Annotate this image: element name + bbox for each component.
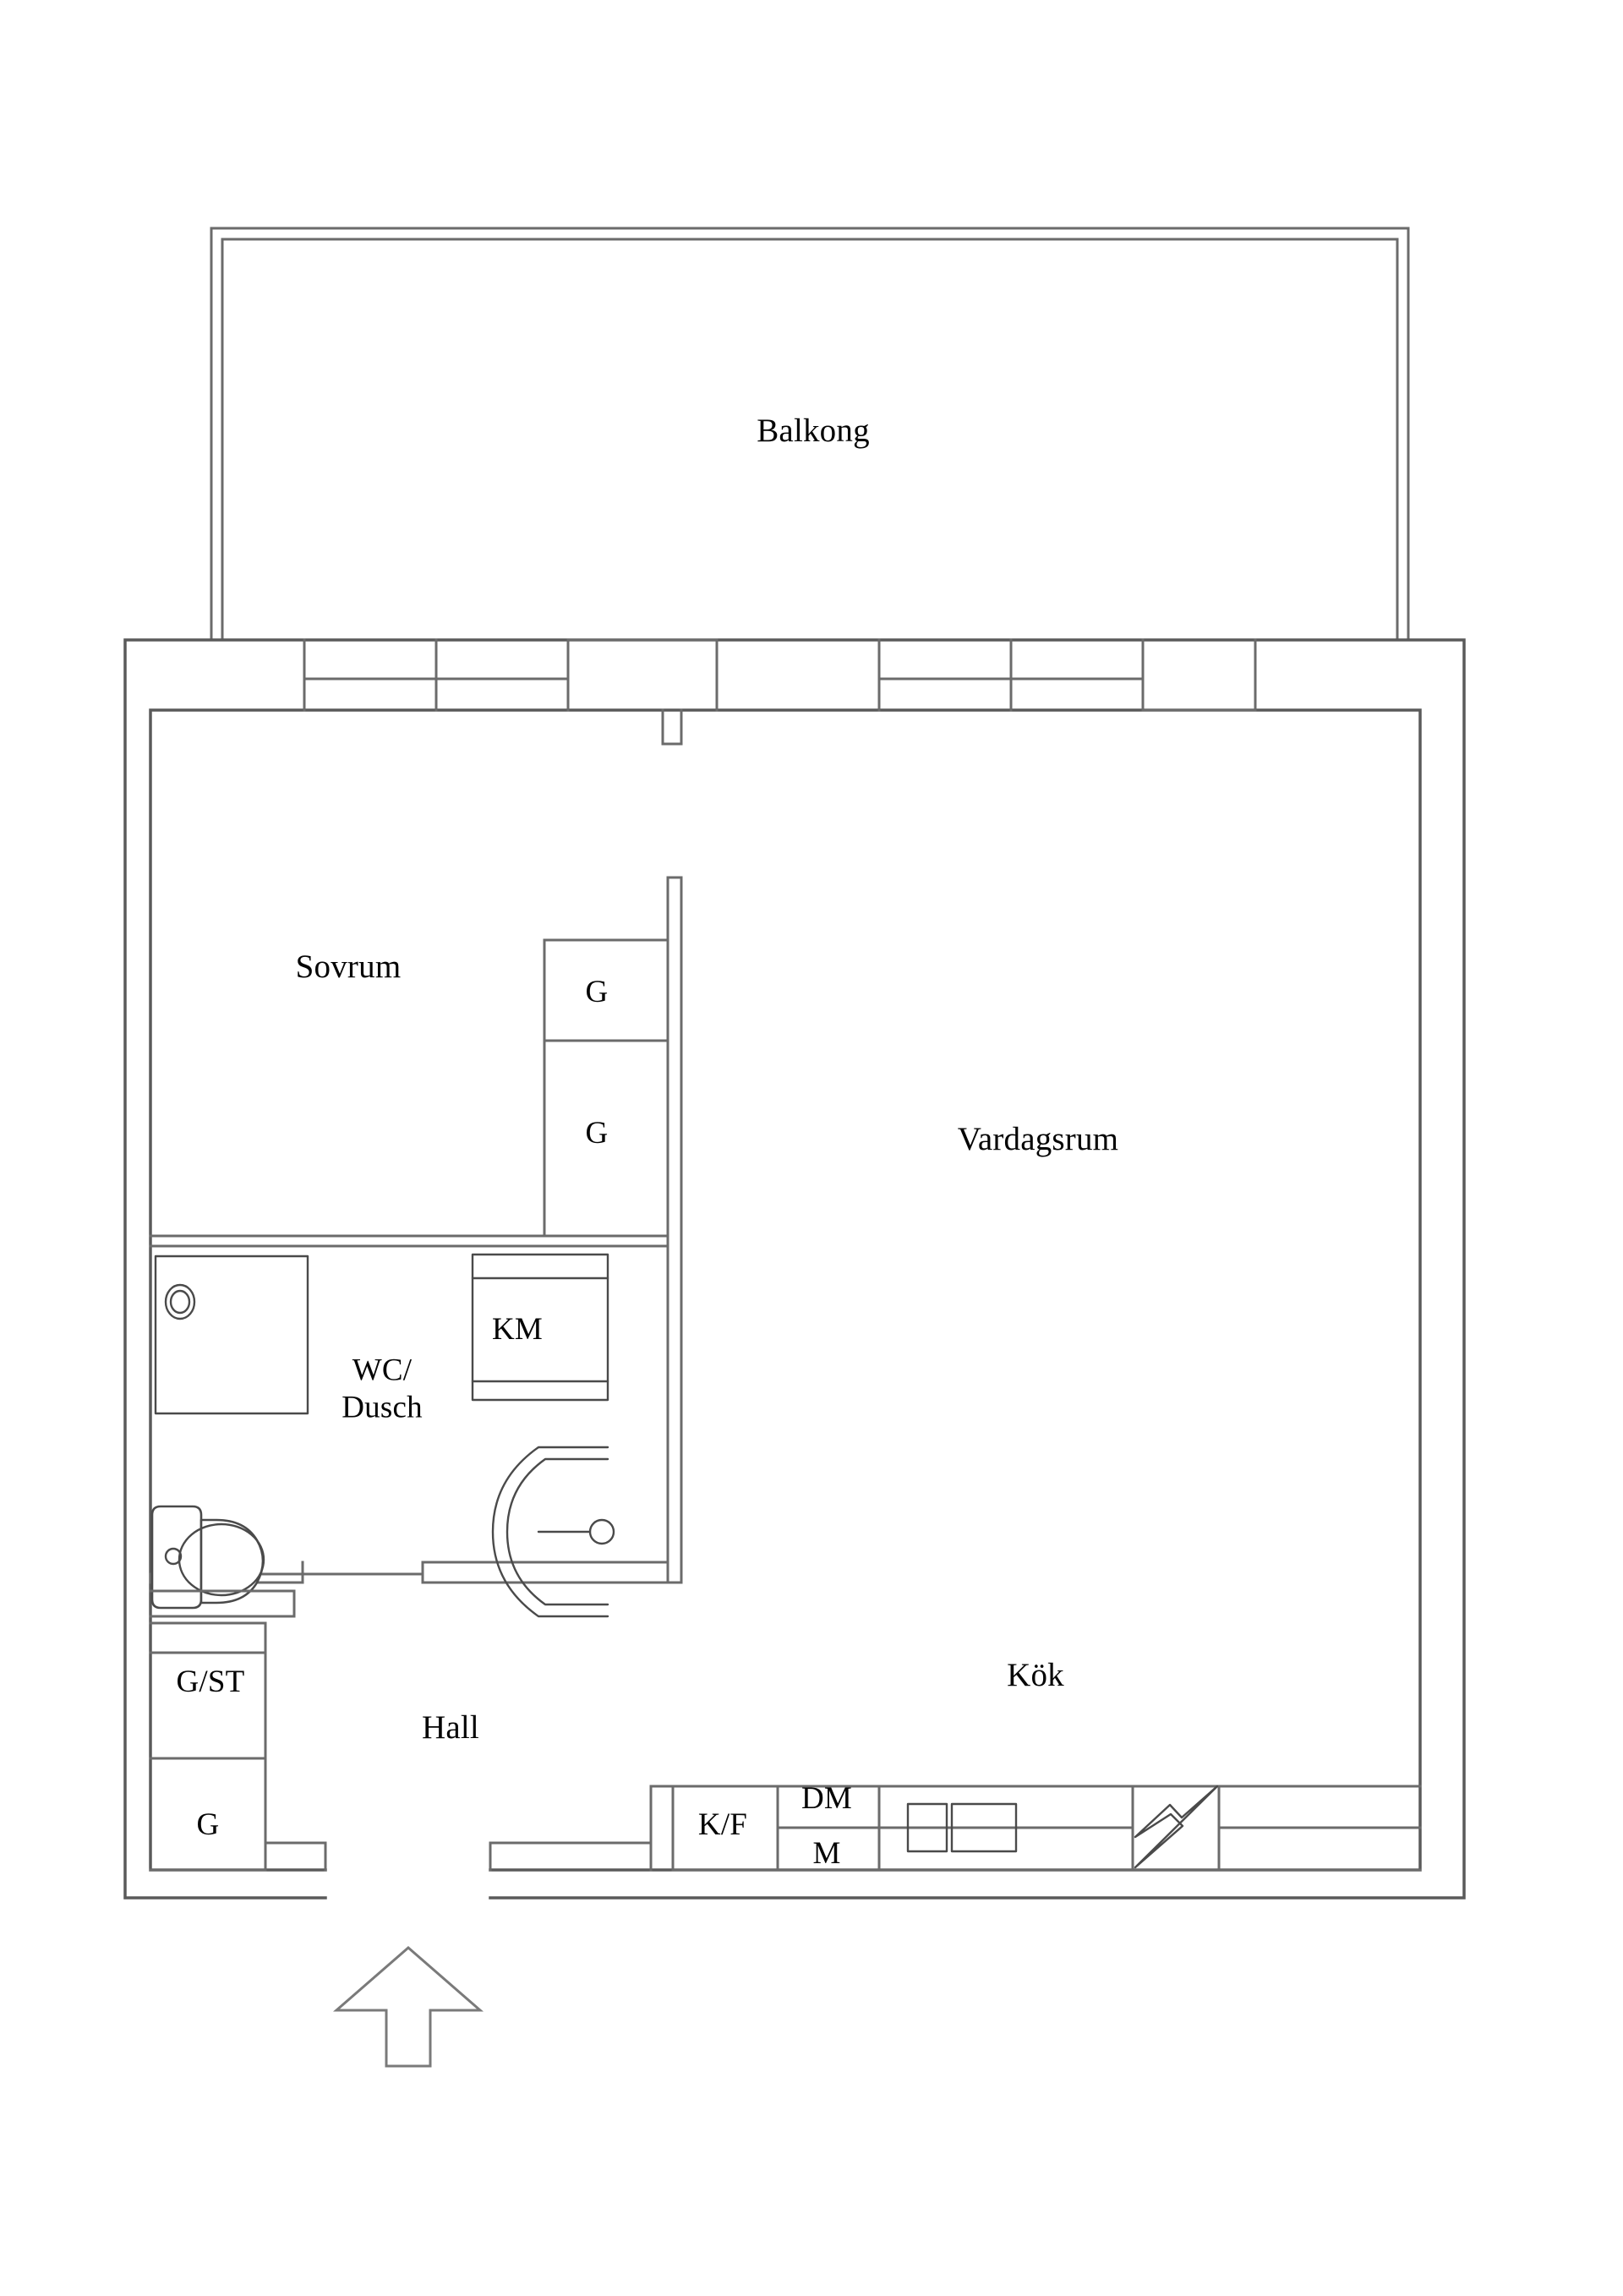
electric-stove-symbol	[1134, 1785, 1219, 1869]
kitchen-counter	[649, 1785, 1422, 1872]
room-label-balkong: Balkong	[757, 412, 870, 449]
fixture-label-diskmaskin: DM	[801, 1781, 853, 1817]
apartment-outer-wall	[123, 638, 1466, 1900]
room-label-hall: Hall	[422, 1708, 479, 1746]
fixture-label-tvattmaskin: KM	[491, 1312, 544, 1348]
washing-machine	[471, 1253, 609, 1402]
fixture-label-kyl-frys: K/F	[697, 1807, 748, 1843]
balcony-outline	[210, 227, 1410, 640]
room-label-vardagsrum: Vardagsrum	[957, 1120, 1119, 1157]
toilet-fixture	[150, 1505, 265, 1610]
room-label-sovrum: Sovrum	[295, 948, 402, 985]
kitchen-sink-double-bowl	[906, 1802, 1018, 1853]
fixture-label-garderob-hall: G	[196, 1807, 220, 1843]
room-label-kok: Kök	[1007, 1656, 1064, 1693]
window-group-right	[877, 638, 1257, 712]
hall-closets	[149, 1589, 296, 1872]
fixture-label-garderob-sovrum-nedre: G	[585, 1116, 609, 1151]
hall-door-jambs	[264, 1841, 653, 1872]
shower-tray	[154, 1255, 309, 1415]
window-group-left	[303, 638, 719, 746]
entrance-direction-arrow	[332, 1946, 484, 2068]
fixture-label-garderob-st-hall: G/ST	[176, 1665, 245, 1700]
room-label-wc-dusch: WC/ Dusch	[342, 1353, 423, 1424]
fixture-label-mikro: M	[812, 1836, 841, 1872]
washbasin-fixture	[491, 1446, 615, 1618]
fixture-label-garderob-sovrum-ovre: G	[585, 975, 609, 1010]
bedroom-closets	[543, 938, 669, 1238]
